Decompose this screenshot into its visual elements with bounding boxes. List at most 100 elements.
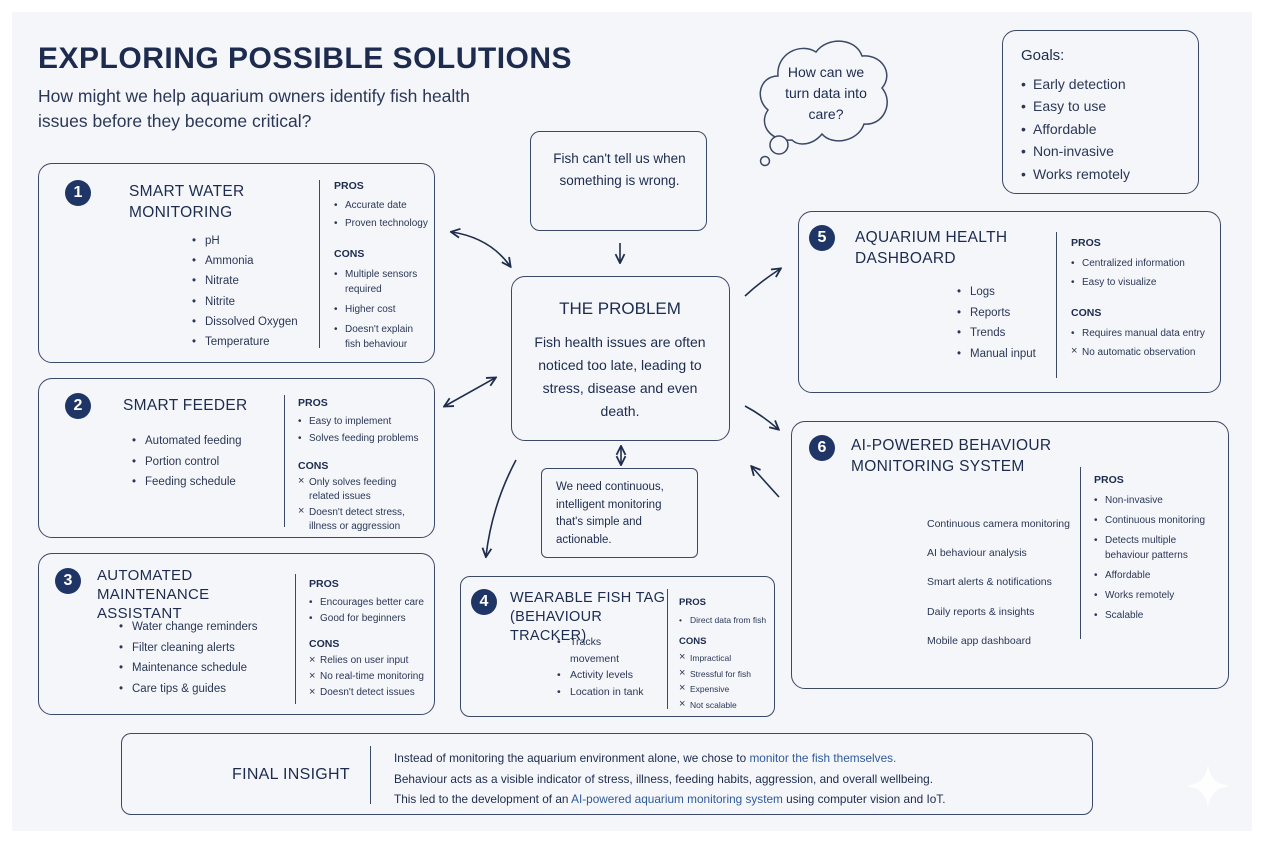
divider — [1056, 232, 1057, 378]
goals-label: Goals: — [1021, 47, 1065, 64]
pros-list: Direct data from fish — [679, 613, 766, 627]
solution-card-2: 2 SMART FEEDER Automated feeding Portion… — [38, 378, 435, 538]
list-item: Activity levels — [557, 667, 647, 684]
solution-card-4: 4 WEARABLE FISH TAG (BEHAVIOUR TRACKER) … — [460, 576, 775, 717]
list-item: Location in tank — [557, 684, 647, 701]
cons-label: CONS — [309, 638, 340, 650]
list-item: Only solves feeding related issues — [298, 475, 424, 503]
cons-label: CONS — [334, 248, 365, 260]
solution-card-6: 6 AI-POWERED BEHAVIOUR MONITORING SYSTEM… — [791, 421, 1229, 689]
list-item: Stressful for fish — [679, 666, 751, 683]
list-item: Works remotely — [1021, 163, 1130, 186]
list-item: Accurate date — [334, 199, 428, 213]
list-item: Manual input — [957, 344, 1036, 365]
insight-text: Instead of monitoring the aquarium envir… — [394, 751, 750, 765]
cons-list: Impractical Stressful for fish Expensive… — [679, 650, 751, 713]
pros-label: PROS — [309, 578, 339, 590]
divider — [370, 746, 371, 804]
solution-number-badge: 5 — [809, 225, 835, 251]
list-item: Continuous camera monitoring — [927, 518, 1070, 530]
list-item: Tracks movement — [557, 634, 647, 667]
list-item: Non-invasive — [1094, 494, 1214, 509]
list-item: Direct data from fish — [679, 613, 766, 627]
cons-list: Multiple sensors required Higher cost Do… — [334, 267, 430, 352]
divider — [295, 574, 296, 704]
pros-label: PROS — [679, 597, 706, 608]
need-card: We need continuous, intelligent monitori… — [541, 468, 698, 558]
list-item: pH — [192, 231, 298, 251]
list-item: No real-time monitoring — [309, 669, 424, 684]
thought-bubble-text: How can we turn data into care? — [785, 64, 867, 122]
sparkle-icon — [1186, 764, 1230, 808]
list-item: Relies on user input — [309, 653, 424, 668]
divider — [284, 395, 285, 527]
final-insight-card: FINAL INSIGHT Instead of monitoring the … — [121, 733, 1093, 815]
solution-title: AI-POWERED BEHAVIOUR MONITORING SYSTEM — [851, 437, 1052, 475]
list-item: Solves feeding problems — [298, 432, 419, 446]
pros-label: PROS — [298, 397, 328, 409]
list-item: Trends — [957, 323, 1036, 344]
cons-list: Relies on user input No real-time monito… — [309, 653, 424, 700]
list-item: Reports — [957, 303, 1036, 324]
feature-list: Logs Reports Trends Manual input — [957, 282, 1036, 364]
page-subtitle: How might we help aquarium owners identi… — [38, 86, 470, 131]
list-item: Affordable — [1021, 118, 1130, 141]
solution-number-badge: 3 — [55, 568, 81, 594]
list-item: Smart alerts & notifications — [927, 576, 1052, 589]
divider — [319, 180, 320, 348]
feature-list: Automated feeding Portion control Feedin… — [132, 431, 242, 493]
list-item: Higher cost — [334, 302, 430, 317]
need-text: We need continuous, intelligent monitori… — [556, 481, 664, 546]
goals-list: Early detection Easy to use Affordable N… — [1021, 73, 1130, 185]
list-item: Dissolved Oxygen — [192, 312, 298, 332]
insight-line-2: Behaviour acts as a visible indicator of… — [394, 771, 934, 786]
cons-label: CONS — [1071, 307, 1102, 319]
pros-label: PROS — [1094, 474, 1124, 486]
insight-text: using computer vision and IoT. — [782, 792, 946, 806]
list-item: Portion control — [132, 452, 242, 473]
solution-number-badge: 4 — [471, 589, 497, 615]
list-item: Mobile app dashboard — [927, 634, 1031, 647]
solution-number-badge: 6 — [809, 435, 835, 461]
solution-title: AUTOMATED MAINTENANCE ASSISTANT — [97, 567, 210, 622]
problem-title: THE PROBLEM — [559, 299, 681, 318]
list-item: Centralized information — [1071, 257, 1185, 271]
list-item: Logs — [957, 282, 1036, 303]
list-item: Doesn't detect stress, illness or aggres… — [298, 505, 424, 533]
solution-number-badge: 1 — [65, 180, 91, 206]
list-item: No automatic observation — [1071, 344, 1211, 360]
solution-number-badge: 2 — [65, 393, 91, 419]
list-item: Automated feeding — [132, 431, 242, 452]
solution-card-3: 3 AUTOMATED MAINTENANCE ASSISTANT Water … — [38, 553, 435, 715]
pros-list: Encourages better care Good for beginner… — [309, 596, 424, 626]
list-item: Detects multiple behaviour patterns — [1094, 534, 1214, 563]
pros-list: Accurate date Proven technology — [334, 199, 428, 231]
problem-text: Fish health issues are often noticed too… — [534, 334, 706, 419]
page-title: EXPLORING POSSIBLE SOLUTIONS — [38, 42, 573, 75]
feature-list: pH Ammonia Nitrate Nitrite Dissolved Oxy… — [192, 231, 298, 352]
thought-bubble-icon — [759, 40, 888, 167]
insight-line-1: Instead of monitoring the aquarium envir… — [394, 748, 1084, 769]
list-item: Multiple sensors required — [334, 267, 430, 297]
solution-title: AQUARIUM HEALTH DASHBOARD — [855, 229, 1008, 267]
list-item: Affordable — [1094, 569, 1214, 584]
list-item: Easy to implement — [298, 415, 419, 429]
pros-list: Non-invasive Continuous monitoring Detec… — [1094, 494, 1214, 623]
pros-list: Easy to implement Solves feeding problem… — [298, 415, 419, 446]
pros-label: PROS — [1071, 237, 1101, 249]
list-item: Nitrite — [192, 292, 298, 312]
fish-note-text: Fish can't tell us when something is wro… — [553, 151, 686, 188]
list-item: Non-invasive — [1021, 140, 1130, 163]
solution-title: SMART WATER MONITORING — [129, 183, 245, 221]
list-item: Encourages better care — [309, 596, 424, 610]
problem-card: THE PROBLEM Fish health issues are often… — [511, 276, 730, 441]
list-item: Feeding schedule — [132, 472, 242, 493]
final-insight-text: Instead of monitoring the aquarium envir… — [394, 748, 1084, 810]
divider — [1080, 467, 1081, 639]
list-item: Filter cleaning alerts — [119, 638, 258, 659]
list-item: Easy to visualize — [1071, 276, 1185, 290]
list-item: Early detection — [1021, 73, 1130, 96]
final-insight-label: FINAL INSIGHT — [232, 766, 350, 783]
goals-card: Goals: Early detection Easy to use Affor… — [1002, 30, 1199, 194]
insight-line-3: This led to the development of an AI-pow… — [394, 789, 1084, 810]
